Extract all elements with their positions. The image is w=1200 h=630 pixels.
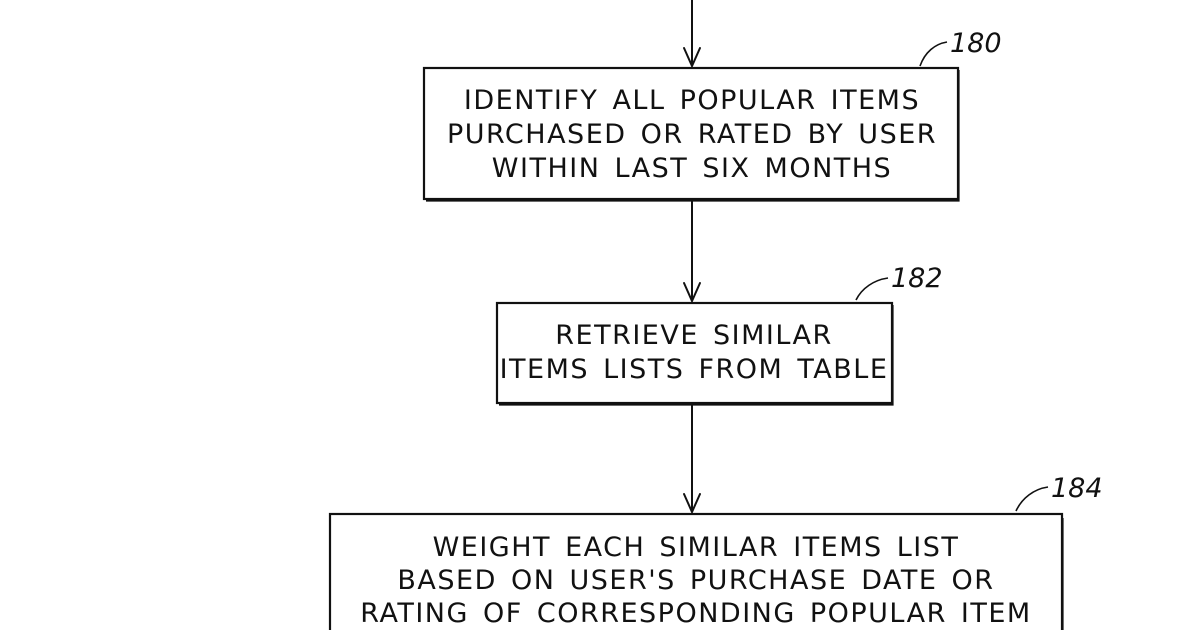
step-180-line-1: IDENTIFY ALL POPULAR ITEMS	[464, 85, 920, 116]
step-182: RETRIEVE SIMILAR ITEMS LISTS FROM TABLE …	[495, 263, 943, 406]
step-184-line-2: BASED ON USER'S PURCHASE DATE OR	[397, 565, 994, 596]
step-184-ref: 184	[1051, 473, 1103, 504]
step-184-box	[328, 512, 1064, 630]
step-184: WEIGHT EACH SIMILAR ITEMS LIST BASED ON …	[328, 473, 1103, 630]
step-184-line-1: WEIGHT EACH SIMILAR ITEMS LIST	[433, 532, 960, 563]
arrowhead-184	[683, 493, 701, 515]
step-180-leader	[919, 41, 948, 67]
step-180-box	[422, 66, 960, 201]
arrowhead-182	[683, 282, 701, 304]
step-182-line-2: ITEMS LISTS FROM TABLE	[500, 354, 889, 385]
step-182-leader	[855, 277, 889, 301]
step-182-box	[495, 301, 894, 405]
step-180-line-3: WITHIN LAST SIX MONTHS	[492, 153, 892, 184]
step-180: IDENTIFY ALL POPULAR ITEMS PURCHASED OR …	[422, 28, 1002, 202]
step-180-ref: 180	[950, 28, 1002, 59]
step-184-line-3: RATING OF CORRESPONDING POPULAR ITEM	[360, 598, 1031, 629]
incoming-arrowhead	[683, 47, 701, 69]
step-180-line-2: PURCHASED OR RATED BY USER	[447, 119, 937, 150]
step-184-leader	[1015, 486, 1049, 512]
step-182-line-1: RETRIEVE SIMILAR	[555, 320, 832, 351]
step-182-ref: 182	[891, 263, 943, 294]
